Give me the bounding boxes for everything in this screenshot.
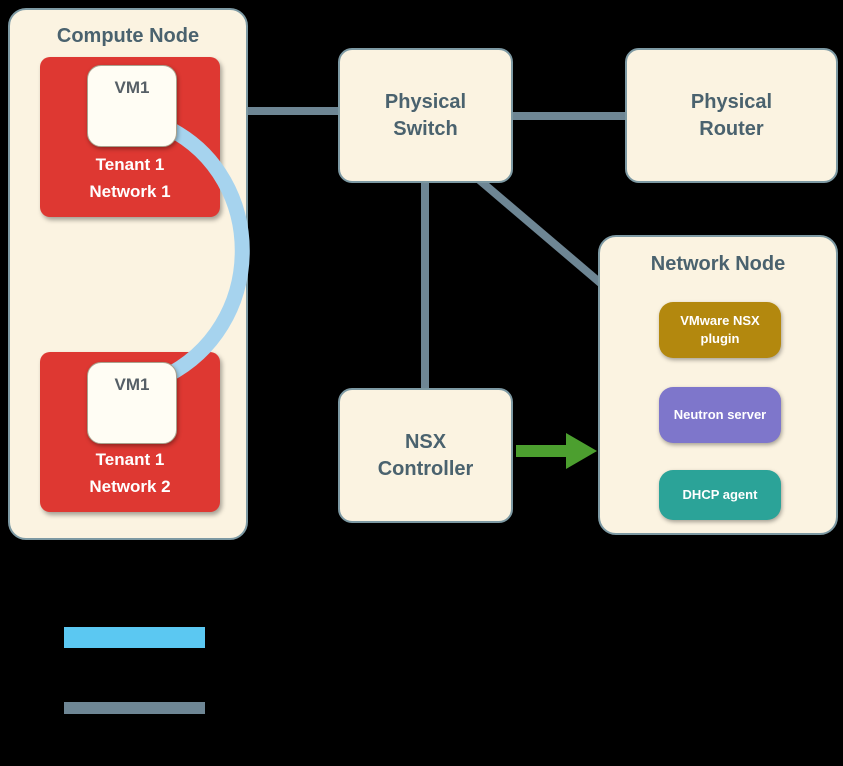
- compute-node-title: Compute Node: [56, 25, 200, 47]
- tenant-network-2-label: Tenant 1 Network 2: [40, 446, 220, 500]
- dhcp-agent-label: DHCP agent: [682, 487, 758, 503]
- legend-physical-link-swatch: [64, 702, 205, 714]
- physical-router-label: Physical Router: [690, 90, 773, 140]
- network-node: Network Node VMware NSX plugin Neutron s…: [598, 235, 838, 535]
- tenant-2-name: Tenant 1: [95, 450, 165, 469]
- link-switch-to-network-node: [467, 168, 621, 302]
- nsx-controller-node: NSX Controller: [338, 388, 513, 523]
- component-neutron-server: Neutron server: [659, 387, 781, 443]
- physical-router-node: Physical Router: [625, 48, 838, 183]
- neutron-server-label: Neutron server: [673, 407, 767, 423]
- vm-box-1: VM1: [87, 65, 177, 147]
- vmware-nsx-plugin-label: VMware NSX plugin: [680, 313, 760, 346]
- physical-switch-node: Physical Switch: [338, 48, 513, 183]
- tenant-network-1-label: Tenant 1 Network 1: [40, 151, 220, 205]
- nsx-controller-label: NSX Controller: [377, 430, 474, 480]
- controller-to-network-node-arrow: [516, 433, 597, 469]
- tenant-1-name: Tenant 1: [95, 155, 165, 174]
- vm-1-label: VM1: [114, 78, 150, 97]
- tenant-1-network: Network 1: [89, 182, 171, 201]
- physical-switch-label: Physical Switch: [384, 90, 467, 140]
- vm-2-label: VM1: [114, 375, 150, 394]
- component-dhcp-agent: DHCP agent: [659, 470, 781, 520]
- legend-tunnel-swatch: [64, 627, 205, 648]
- tenant-2-network: Network 2: [89, 477, 171, 496]
- network-node-title: Network Node: [650, 253, 786, 275]
- compute-node: Compute Node Tenant 1 Network 1 Tenant 1…: [8, 8, 250, 540]
- vm-box-2: VM1: [87, 362, 177, 444]
- component-vmware-nsx-plugin: VMware NSX plugin: [659, 302, 781, 358]
